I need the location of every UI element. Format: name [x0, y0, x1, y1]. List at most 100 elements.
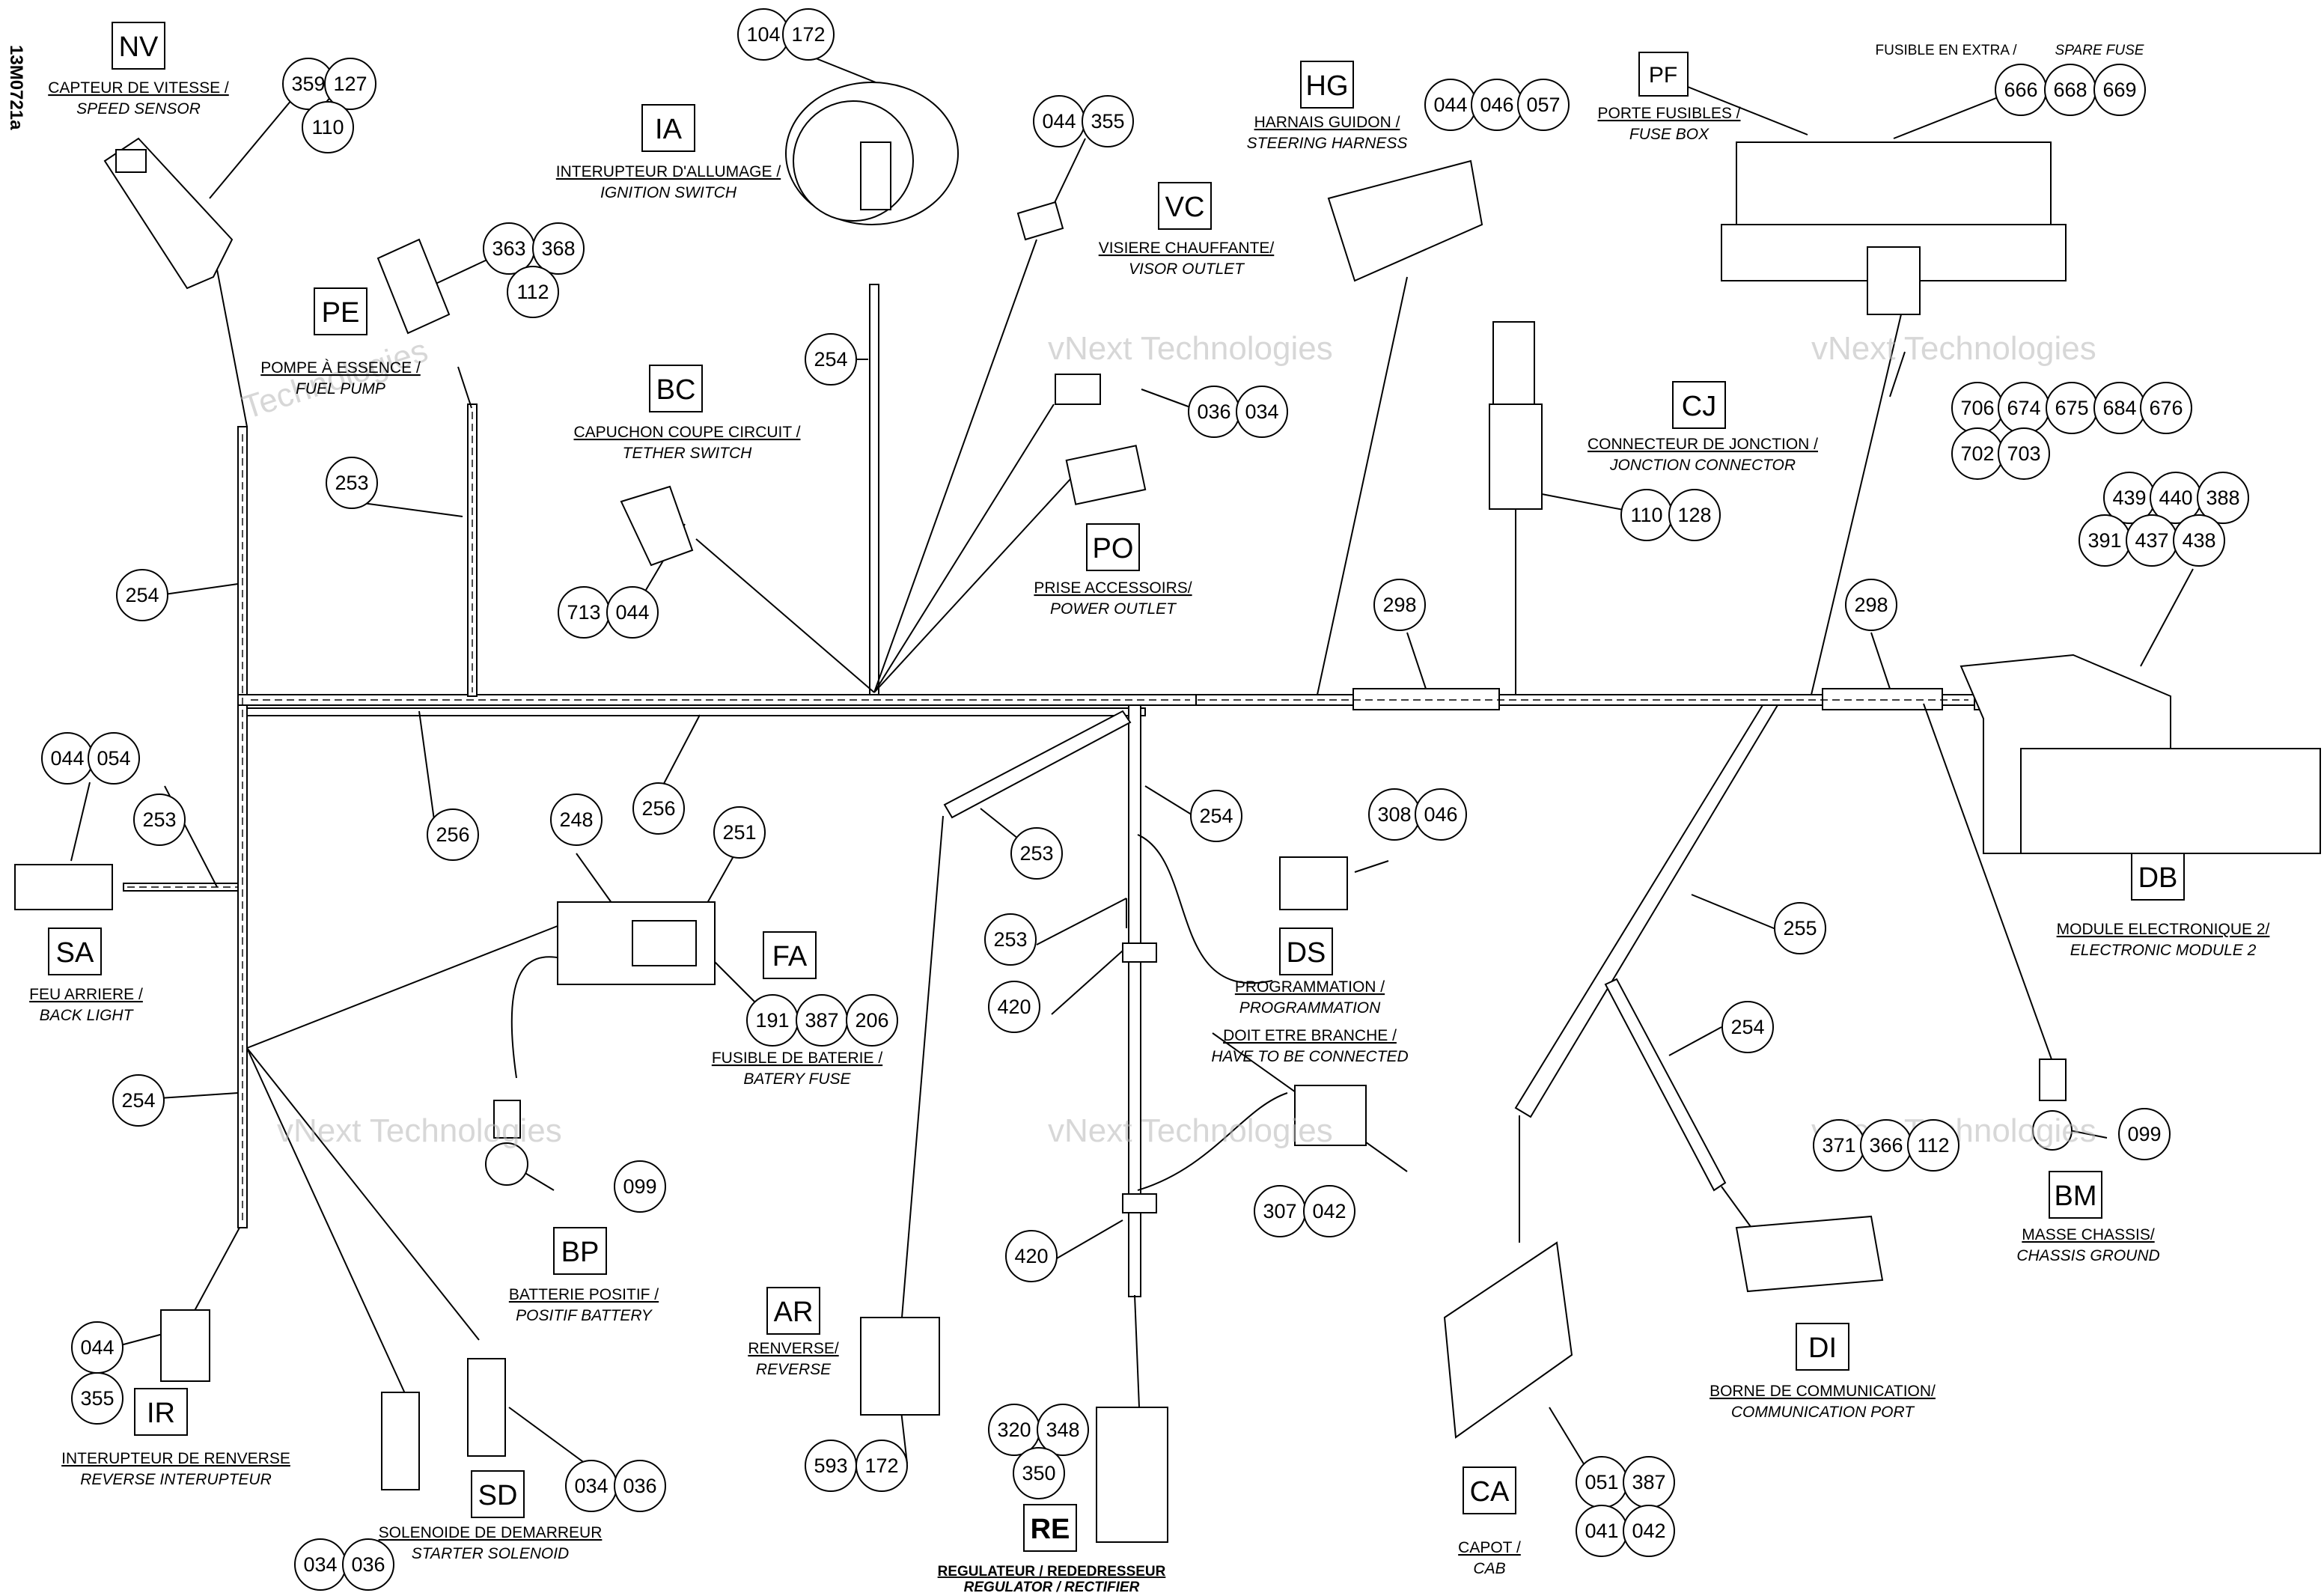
- callout-number: 706: [1960, 397, 1994, 419]
- callout-number: 051: [1585, 1471, 1618, 1493]
- caption-pf-en: FUSE BOX: [1629, 126, 1710, 143]
- caption-ar-fr: RENVERSE/: [748, 1340, 839, 1357]
- callout-number: 042: [1632, 1520, 1665, 1542]
- callout-number: 439: [2112, 487, 2146, 509]
- callout-number: 675: [2055, 397, 2088, 419]
- callout-number: 703: [2007, 442, 2040, 465]
- callout-number: 298: [1854, 594, 1888, 616]
- callout-pf-a: 666: [1995, 64, 2047, 116]
- callout-w253-c: 253: [1010, 827, 1063, 880]
- caption-nv-en: SPEED SENSOR: [76, 100, 201, 118]
- callout-ca-a: 051: [1576, 1456, 1628, 1508]
- tag-vc: VC: [1165, 192, 1205, 223]
- label-nv: NV CAPTEUR DE VITESSE / SPEED SENSOR: [48, 22, 229, 118]
- callout-number: 668: [2053, 79, 2087, 101]
- callout-number: 248: [559, 808, 593, 831]
- callout-number: 256: [641, 797, 675, 820]
- callout-hg-c: 057: [1517, 79, 1570, 131]
- callout-number: 046: [1424, 803, 1457, 826]
- label-ar: AR RENVERSE/ REVERSE: [748, 1287, 839, 1378]
- callout-circle: [2140, 382, 2192, 434]
- callout-bm-a: 099: [2118, 1108, 2171, 1160]
- callout-pe-b: 368: [532, 222, 585, 275]
- callout-number: 254: [125, 584, 159, 606]
- callout-number: 099: [2127, 1123, 2161, 1145]
- callout-number: 440: [2159, 487, 2192, 509]
- caption-ds-fr2: DOIT ETRE BRANCHE /: [1223, 1027, 1397, 1044]
- tag-ir: IR: [147, 1398, 175, 1429]
- callout-number: 034: [574, 1475, 608, 1497]
- callout-number: 387: [805, 1009, 838, 1032]
- callout-ds-c: 307: [1254, 1185, 1306, 1237]
- callout-circle: [1998, 427, 2050, 480]
- callout-sa-b: 054: [88, 732, 140, 785]
- label-vc: VC VISIERE CHAUFFANTE/ VISOR OUTLET: [1099, 182, 1274, 278]
- callout-number: 355: [1091, 110, 1124, 133]
- callout-number: 046: [1480, 94, 1513, 116]
- callout-number: 036: [623, 1475, 656, 1497]
- callout-number: 112: [1917, 1134, 1949, 1157]
- callout-number: 057: [1526, 94, 1560, 116]
- caption-sd-fr: SOLENOIDE DE DEMARREUR: [379, 1524, 603, 1541]
- tag-pe: PE: [322, 297, 360, 329]
- callout-circle: [112, 1074, 165, 1127]
- callout-number: 172: [791, 23, 825, 46]
- callout-pf-e: 674: [1998, 382, 2050, 434]
- callout-circle: [713, 806, 766, 859]
- callout-circle: [1082, 95, 1134, 147]
- callout-fa-c: 191: [746, 994, 799, 1047]
- caption-re-en: REGULATOR / RECTIFIER: [964, 1580, 1140, 1593]
- electronic-module-2-part: [1959, 654, 2321, 854]
- callout-number: 254: [814, 348, 847, 371]
- callout-number: 104: [746, 23, 780, 46]
- spare-fuse-fr: FUSIBLE EN EXTRA /: [1876, 43, 2018, 58]
- callout-number: 042: [1312, 1200, 1346, 1222]
- fuse-box-part: [1721, 141, 2067, 315]
- label-di: DI BORNE DE COMMUNICATION/ COMMUNICATION…: [1710, 1323, 1936, 1421]
- callout-db-f: 438: [2173, 514, 2225, 567]
- callout-vc-a: 044: [1033, 95, 1085, 147]
- callout-ar-b: 172: [856, 1440, 908, 1492]
- caption-ir-fr: INTERUPTEUR DE RENVERSE: [61, 1450, 290, 1467]
- tag-ar: AR: [774, 1297, 814, 1328]
- callout-pe-c: 112: [507, 266, 559, 318]
- tag-bc: BC: [656, 374, 696, 406]
- callout-number: 320: [997, 1419, 1031, 1441]
- callout-number: 666: [2004, 79, 2037, 101]
- callout-number: 036: [351, 1553, 385, 1576]
- callout-number: 044: [1042, 110, 1076, 133]
- watermark-text: vNext Technologies: [277, 1112, 562, 1149]
- caption-sa-fr: FEU ARRIERE /: [29, 986, 143, 1003]
- callout-nv-c: 110: [302, 101, 354, 153]
- watermark-text: vNext Technologies: [1048, 330, 1333, 367]
- callout-pf-g: 684: [2093, 382, 2146, 434]
- label-sa: SA FEU ARRIERE / BACK LIGHT: [29, 928, 143, 1024]
- callout-circle: [1037, 1404, 1089, 1456]
- label-ir: IR INTERUPTEUR DE RENVERSE REVERSE INTER…: [61, 1388, 290, 1488]
- callout-ca-b: 387: [1623, 1456, 1675, 1508]
- drawing-reference: 13M0721a: [6, 45, 26, 130]
- callout-sd-d: 036: [342, 1538, 394, 1591]
- callout-circle: [1415, 788, 1467, 841]
- callout-circle: [606, 586, 659, 639]
- callout-w420-b: 420: [1005, 1230, 1058, 1282]
- callout-vc-b: 355: [1082, 95, 1134, 147]
- label-ia: IA INTERUPTEUR D'ALLUMAGE / IGNITION SWI…: [556, 104, 781, 201]
- caption-po-fr: PRISE ACCESSOIRS/: [1034, 579, 1192, 597]
- label-fa: FA FUSIBLE DE BATERIE / BATERY FUSE: [712, 931, 882, 1088]
- callout-number: 684: [2102, 397, 2136, 419]
- callout-number: 438: [2182, 529, 2215, 552]
- callout-number: 099: [623, 1175, 656, 1198]
- callout-pf-d: 706: [1951, 382, 2004, 434]
- label-db: DB MODULE ELECTRONIQUE 2/ ELECTRONIC MOD…: [2057, 853, 2270, 959]
- caption-ca-en: CAB: [1473, 1560, 1505, 1577]
- callout-circle: [2093, 64, 2146, 116]
- callout-nv-b: 127: [324, 58, 376, 110]
- caption-pe-fr: POMPE À ESSENCE /: [260, 359, 421, 377]
- caption-ia-en: IGNITION SWITCH: [600, 184, 737, 201]
- label-bc: BC CAPUCHON COUPE CIRCUIT / TETHER SWITC…: [574, 365, 801, 462]
- ignition-switch-part: [785, 82, 959, 225]
- caption-pf-fr: PORTE FUSIBLES /: [1598, 105, 1741, 122]
- callout-number: 127: [333, 73, 367, 95]
